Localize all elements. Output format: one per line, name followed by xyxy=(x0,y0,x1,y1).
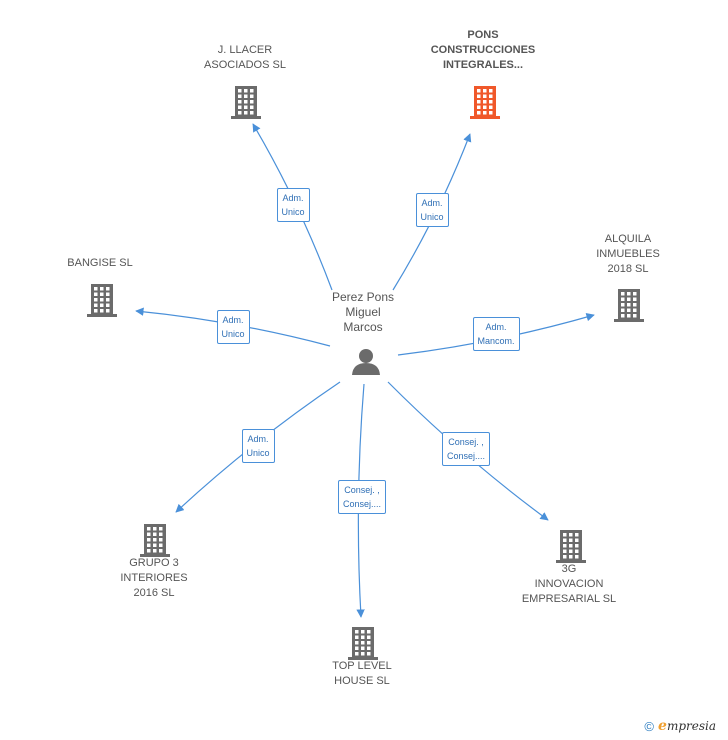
brand-logo: empresia xyxy=(658,718,716,734)
edge-label-alquila[interactable]: Adm. Mancom. xyxy=(472,317,520,351)
building-icon-bangise[interactable] xyxy=(87,284,117,317)
building-icon-llacer[interactable] xyxy=(231,86,261,119)
edge-label-bangise[interactable]: Adm. Unico xyxy=(216,310,250,344)
edge-label-llacer[interactable]: Adm. Unico xyxy=(276,188,310,222)
building-icon-grupo3[interactable] xyxy=(140,524,170,557)
company-label-innovacion[interactable]: 3G INNOVACION EMPRESARIAL SL xyxy=(521,563,617,605)
building-icon-pons[interactable] xyxy=(470,86,500,119)
company-label-alquila[interactable]: ALQUILA INMUEBLES 2018 SL xyxy=(596,233,660,275)
footer-brand: © empresia xyxy=(644,718,716,734)
copyright-icon: © xyxy=(644,718,655,734)
building-icon-alquila[interactable] xyxy=(614,289,644,322)
person-icon[interactable] xyxy=(352,349,380,375)
center-person-name[interactable]: Perez Pons Miguel Marcos xyxy=(331,290,395,334)
edge-label-grupo3[interactable]: Adm. Unico xyxy=(241,429,275,463)
company-label-bangise[interactable]: BANGISE SL xyxy=(67,257,133,269)
building-icon-innovacion[interactable] xyxy=(556,530,586,563)
company-label-toplevel[interactable]: TOP LEVEL HOUSE SL xyxy=(332,660,392,687)
company-label-pons[interactable]: PONS CONSTRUCCIONES INTEGRALES... xyxy=(430,29,536,71)
company-label-llacer[interactable]: J. LLACER ASOCIADOS SL xyxy=(204,44,286,71)
building-icon-toplevel[interactable] xyxy=(348,627,378,660)
company-label-grupo3[interactable]: GRUPO 3 INTERIORES 2016 SL xyxy=(120,557,188,599)
edge-label-innovacion[interactable]: Consej. , Consej.... xyxy=(442,432,491,466)
edge-label-toplevel[interactable]: Consej. , Consej.... xyxy=(338,480,387,514)
edge-label-pons[interactable]: Adm. Unico xyxy=(415,193,449,227)
